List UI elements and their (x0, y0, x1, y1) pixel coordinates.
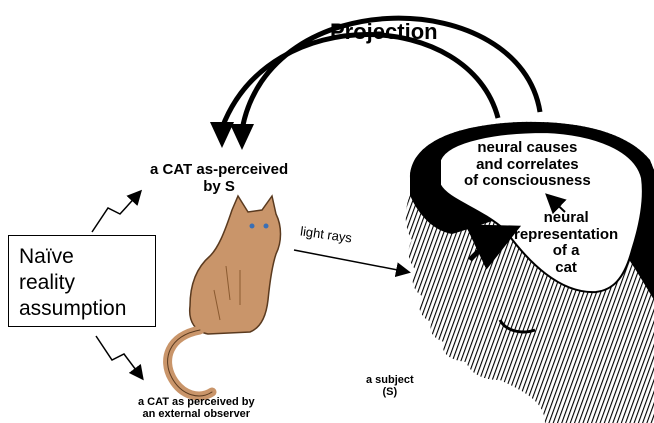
subject-line2: (S) (366, 386, 414, 398)
naive-reality-line2: reality (19, 270, 145, 296)
neural-rep-line3: of a (514, 243, 618, 260)
neural-rep-line2: representation (514, 227, 618, 244)
neural-causes-line2: and correlates (464, 157, 591, 174)
neural-causes-line3: of consciousness (464, 173, 591, 190)
external-observer-label: a CAT as perceived by an external observ… (138, 396, 255, 420)
neural-causes-label: neural causes and correlates of consciou… (464, 140, 591, 190)
naive-reality-line3: assumption (19, 296, 145, 322)
cat-as-perceived-label: a CAT as-perceived by S (150, 162, 288, 195)
box-arrow-up (92, 192, 140, 232)
neural-causes-line1: neural causes (464, 140, 591, 157)
neural-representation-label: neural representation of a cat (514, 210, 618, 276)
box-arrow-down (96, 336, 142, 378)
external-line2: an external observer (138, 408, 255, 420)
cat-as-perceived-line2: by S (150, 179, 288, 196)
neural-rep-line4: cat (514, 260, 618, 277)
external-line1: a CAT as perceived by (138, 396, 255, 408)
cat-illustration (168, 196, 281, 396)
subject-line1: a subject (366, 374, 414, 386)
projection-title: Projection (330, 20, 438, 44)
light-rays-arrow (294, 250, 408, 272)
neural-rep-line1: neural (514, 210, 618, 227)
subject-label: a subject (S) (366, 374, 414, 398)
naive-reality-box: Naïve reality assumption (8, 235, 156, 327)
naive-reality-line1: Naïve (19, 244, 145, 270)
cat-as-perceived-line1: a CAT as-perceived (150, 162, 288, 179)
